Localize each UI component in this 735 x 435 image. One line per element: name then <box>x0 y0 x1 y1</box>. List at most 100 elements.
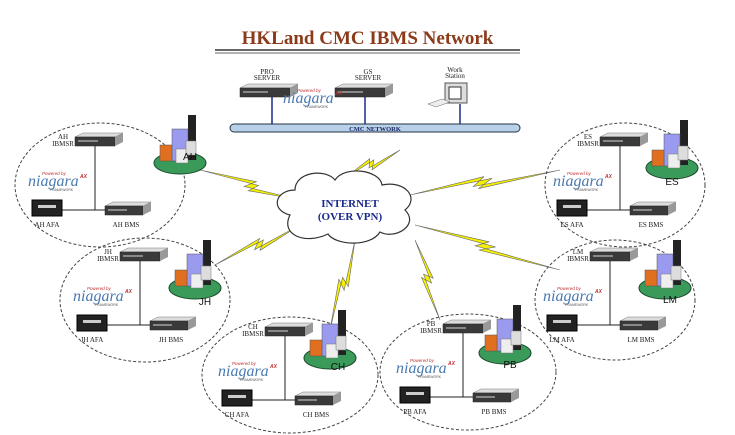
server-side <box>640 133 648 146</box>
ibmsr-label: IBMSR <box>567 255 589 263</box>
server-bay <box>593 255 613 257</box>
tower <box>673 240 681 285</box>
building-icon <box>645 120 699 180</box>
afa-display <box>228 395 246 398</box>
server-side <box>290 84 298 97</box>
server-side <box>143 202 151 215</box>
workstation-label: Work <box>447 66 463 74</box>
server-top <box>239 83 299 89</box>
bms-server-icon <box>294 391 342 406</box>
block <box>644 269 658 287</box>
logo-powered-by: Powered by <box>297 88 322 93</box>
server-side <box>483 320 491 333</box>
logo-suffix: AX <box>594 289 603 295</box>
server-top <box>442 319 492 325</box>
server-bay <box>78 140 98 142</box>
cloud-shape <box>276 170 412 244</box>
server-top <box>294 391 342 397</box>
tower <box>188 115 196 160</box>
block <box>175 148 189 164</box>
logo-suffix: AX <box>124 289 133 295</box>
site-name-label: AH <box>183 152 197 163</box>
lightning-link-icon <box>409 169 561 196</box>
site-boundary <box>379 313 557 431</box>
logo-powered-by: Powered by <box>567 171 592 176</box>
ibmsr-label: IBMSR <box>52 140 74 148</box>
bms-label: ES BMS <box>639 221 664 229</box>
building-icon <box>478 305 532 365</box>
internet-label: INTERNET <box>321 198 379 210</box>
site-name-label: PB <box>503 360 517 371</box>
bms-server-icon <box>629 201 677 216</box>
logo-suffix: AX <box>447 361 456 367</box>
lightning-link-icon <box>214 224 301 266</box>
server-top <box>599 132 649 138</box>
afa-panel-icon <box>221 389 253 407</box>
afa-label: LM AFA <box>549 336 574 344</box>
server-top <box>589 247 639 253</box>
site-boundary <box>534 239 696 361</box>
server-top <box>104 201 152 207</box>
block <box>484 334 498 352</box>
server-side <box>305 323 313 336</box>
server-side <box>511 389 519 402</box>
ibmsr-label: AH <box>58 133 68 141</box>
tower <box>338 310 346 355</box>
server-side <box>630 248 638 261</box>
logo-suffix: AX <box>269 364 278 370</box>
afa-panel-icon <box>399 386 431 404</box>
workstation-label: Station <box>445 72 465 80</box>
screen <box>448 86 462 100</box>
logo-name: niagara <box>543 288 594 305</box>
logo-suffix: AX <box>79 174 88 180</box>
ibmsr-label: IBMSR <box>420 327 442 335</box>
afa-panel-icon <box>76 314 108 332</box>
logo-framework: FRAMEWORK <box>565 303 589 307</box>
logo-framework: FRAMEWORK <box>240 378 264 382</box>
block <box>159 144 173 162</box>
site-boundary <box>544 122 706 248</box>
ibmsr-server-icon <box>589 247 639 262</box>
afa-panel-icon <box>546 314 578 332</box>
ibmsr-server-icon <box>442 319 492 334</box>
ibmsr-label: ES <box>584 133 592 141</box>
block <box>190 273 204 289</box>
logo-framework: FRAMEWORK <box>50 188 74 192</box>
server-bay <box>153 324 172 326</box>
logo-name: niagara <box>73 288 124 305</box>
site-name-label: LM <box>663 295 677 306</box>
pro-server-label: SERVER <box>254 74 281 82</box>
building-icon <box>168 240 222 300</box>
logo-framework: FRAMEWORK <box>575 188 599 192</box>
afa-display <box>38 205 56 208</box>
server-bay <box>603 140 623 142</box>
server-top <box>149 316 197 322</box>
server-bay <box>243 91 268 93</box>
logo-suffix: AX <box>334 91 343 97</box>
ibmsr-label: IBMSR <box>577 140 599 148</box>
block <box>667 153 681 169</box>
bms-label: PB BMS <box>481 408 506 416</box>
cmc-network-bar <box>229 123 521 133</box>
site-boundary <box>59 237 231 363</box>
server-bay <box>446 327 466 329</box>
server-bay <box>338 91 363 93</box>
gs-server-label: GS <box>364 68 373 76</box>
server-side <box>333 392 341 405</box>
internet-cloud-icon: INTERNET(OVER VPN) <box>276 170 412 244</box>
server-top <box>334 83 394 89</box>
server-top <box>264 322 314 328</box>
server-bay <box>108 209 127 211</box>
block <box>670 265 682 281</box>
gs-server-label: SERVER <box>355 74 382 82</box>
server-top <box>74 132 124 138</box>
ibmsr-label: JH <box>104 248 112 256</box>
